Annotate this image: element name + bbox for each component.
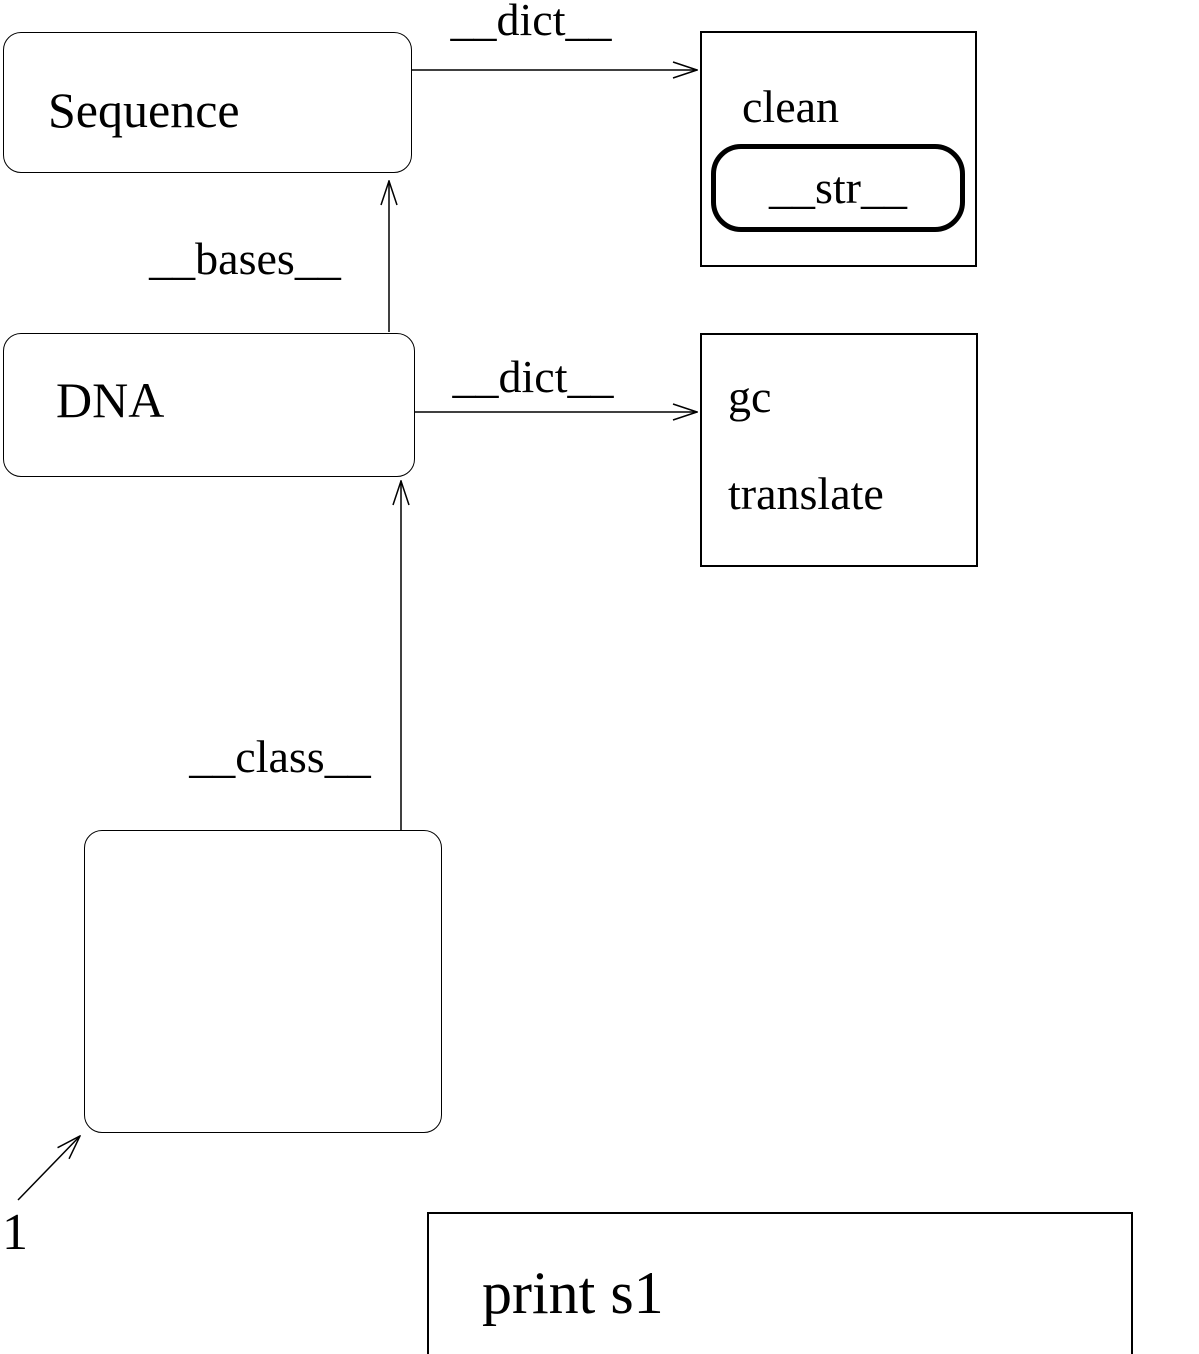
class-box-sequence <box>3 32 412 173</box>
method-gc-label: gc <box>728 371 772 422</box>
sequence-class-label: Sequence <box>48 82 240 138</box>
bases-arrow-label: __bases__ <box>149 233 341 284</box>
instance-box <box>84 830 442 1133</box>
str-method-pill: __str__ <box>711 144 965 232</box>
instance-pointer-arrow <box>17 1136 80 1201</box>
sequence-dict-box <box>700 31 977 267</box>
dna-dict-box <box>700 333 978 567</box>
dict-arrow-label-dna: __dict__ <box>452 351 614 402</box>
class-arrow-label: __class__ <box>189 731 371 782</box>
class-box-dna <box>3 333 415 477</box>
method-translate-label: translate <box>728 468 884 519</box>
code-box <box>427 1212 1133 1354</box>
dict-arrow-label-sequence: __dict__ <box>450 0 612 45</box>
instance-pointer-label: 1 <box>2 1204 28 1261</box>
code-text: print s1 <box>482 1260 664 1326</box>
method-clean-label: clean <box>742 81 840 132</box>
dna-class-label: DNA <box>56 372 165 428</box>
method-str-label: __str__ <box>769 162 907 213</box>
